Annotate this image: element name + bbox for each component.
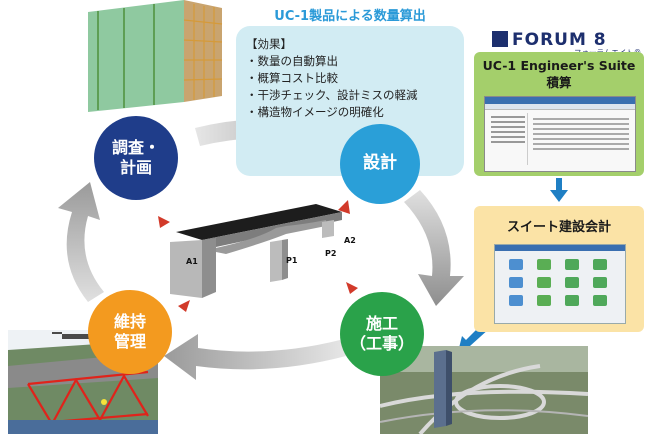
- suite-app-screenshot: [484, 96, 636, 172]
- bridge-label-p1: P1: [286, 256, 298, 265]
- effect-title: UC-1製品による数量算出: [274, 9, 426, 24]
- marker-4: [178, 300, 190, 312]
- stage-design-line1: 設計: [363, 153, 397, 174]
- effect-item: ・概算コスト比較: [246, 71, 338, 85]
- kaikei-app-screenshot: [494, 244, 626, 324]
- stage-survey-line1: 調査・: [111, 138, 160, 157]
- bridge-label-a1: A1: [186, 257, 198, 266]
- kaikei-title: スイート建設会計: [506, 220, 611, 235]
- marker-1: [158, 216, 170, 228]
- forum8-logo-text: FORUM 8: [512, 30, 607, 50]
- arrow-construction-to-maintenance: [164, 334, 346, 380]
- blue-arrow-down-shaft: [556, 178, 562, 192]
- suite-subtitle: 積算: [546, 75, 572, 90]
- forum8-logo-icon: [492, 31, 508, 47]
- bridge-model-image: [170, 204, 342, 298]
- effect-list: 【効果】 ・数量の自動算出 ・概算コスト比較 ・干渉チェック、設計ミスの軽減 ・…: [246, 36, 417, 121]
- effect-item: ・数量の自動算出: [246, 54, 338, 68]
- stage-survey-planning: 調査・ 計画: [94, 116, 178, 200]
- arrow-design-to-construction: [404, 190, 464, 306]
- bridge-label-a2: A2: [344, 236, 356, 245]
- stage-design: 設計: [340, 124, 420, 204]
- suite-name: UC-1 Engineer's Suite: [482, 58, 636, 73]
- stage-maintenance-line1: 維持: [113, 312, 146, 331]
- construction-photo: [380, 346, 588, 434]
- stage-maintenance-line2: 管理: [113, 332, 146, 351]
- marker-2: [338, 200, 350, 214]
- stage-construction: 施工 （工事）: [340, 292, 424, 376]
- suite-title: UC-1 Engineer's Suite 積算: [474, 57, 644, 91]
- effect-item: ・構造物イメージの明確化: [246, 105, 384, 119]
- stage-survey-line2: 計画: [119, 158, 152, 177]
- rebar-model-image: [88, 0, 223, 112]
- stage-maintenance: 維持 管理: [88, 290, 172, 374]
- effect-item: ・干渉チェック、設計ミスの軽減: [246, 88, 418, 102]
- marker-3: [346, 282, 358, 294]
- arrow-maintenance-to-survey: [58, 182, 104, 302]
- bridge-label-p2: P2: [325, 249, 337, 258]
- effect-heading: 【効果】: [246, 37, 292, 51]
- stage-construction-line2: （工事）: [349, 334, 414, 353]
- blue-arrow-down-head: [550, 190, 568, 202]
- stage-construction-line1: 施工: [365, 314, 398, 333]
